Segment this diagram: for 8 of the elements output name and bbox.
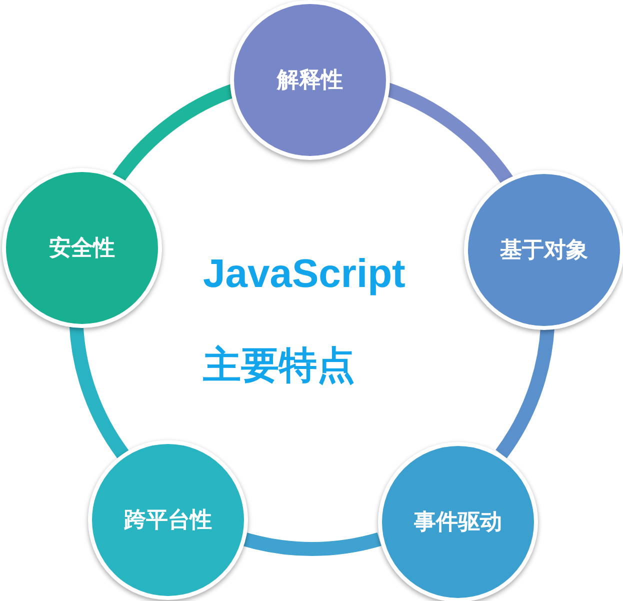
feature-label: 基于对象 — [500, 237, 588, 265]
feature-label: 解释性 — [277, 67, 343, 95]
feature-label: 跨平台性 — [124, 507, 212, 535]
center-subtitle: 主要特点 — [203, 342, 355, 389]
center-title: JavaScript — [203, 252, 406, 297]
feature-label: 事件驱动 — [414, 509, 502, 537]
feature-label: 安全性 — [49, 234, 115, 263]
ring-arc — [244, 532, 381, 556]
